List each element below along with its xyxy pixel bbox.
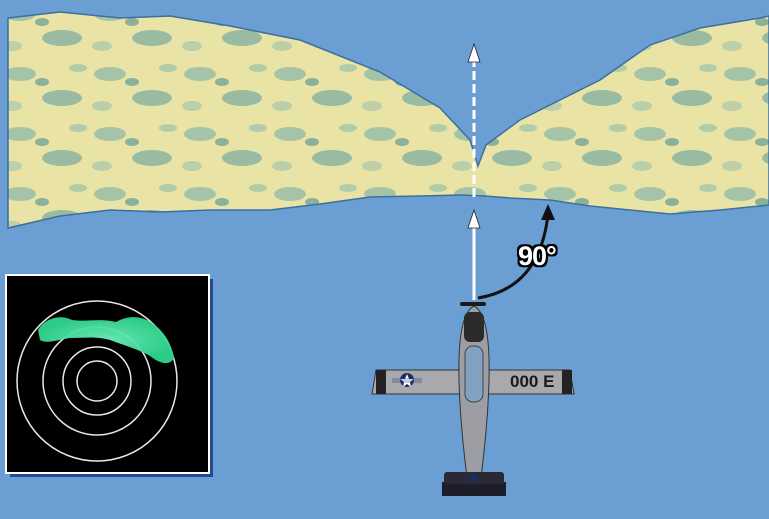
heading-arrow-icon <box>467 42 481 300</box>
turn-angle-label: 90° <box>518 241 557 271</box>
radar-return <box>38 317 174 364</box>
turn-arrow-icon <box>477 204 555 300</box>
aircraft-marking: 000 E <box>510 372 554 391</box>
aircraft-icon: 000 E <box>371 302 575 496</box>
radar-scope-icon <box>5 274 213 477</box>
land-mass <box>7 11 769 229</box>
